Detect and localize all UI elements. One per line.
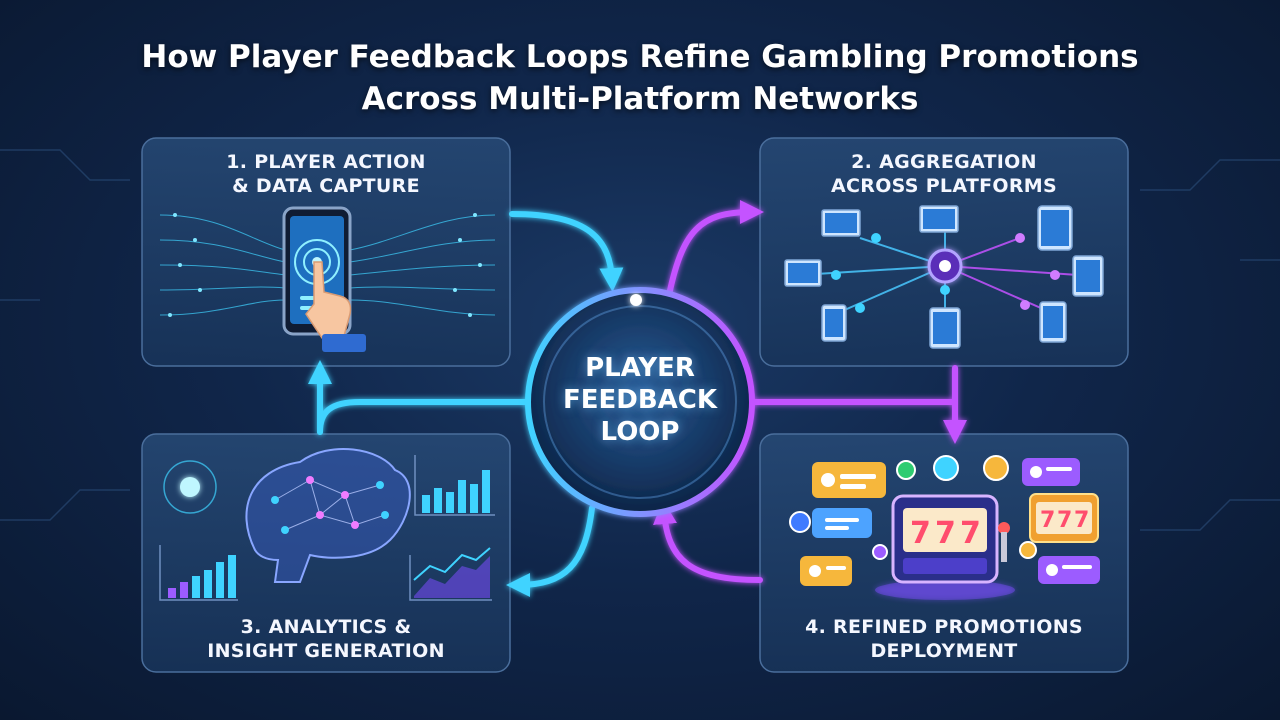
line-hub-to-step3-left [317,399,535,435]
device-network-icon [784,205,1104,349]
step-4-label-line-2: DEPLOYMENT [870,640,1018,662]
step-4-label-line-1: 4. REFINED PROMOTIONS [805,616,1083,638]
step-2-label-line-1: 2. AGGREGATION [851,151,1037,173]
hub-label-line-3: LOOP [600,417,680,447]
svg-text:7: 7 [935,516,956,551]
arrow-step1-to-hub [509,211,624,292]
arrow-hub-to-step3 [506,505,595,597]
smartphone-tap-icon [159,206,496,352]
hub-label: PLAYER FEEDBACK LOOP [540,352,740,448]
brain-analytics-icon [159,448,495,601]
step-1-label-line-2: & DATA CAPTURE [232,175,420,197]
hub-label-line-2: FEEDBACK [562,385,718,415]
svg-text:7: 7 [910,516,931,551]
arrow-step4-to-hub [653,500,763,583]
svg-text:7: 7 [960,516,981,551]
svg-text:7: 7 [1040,508,1055,533]
step-1-label-line-1: 1. PLAYER ACTION [226,151,426,173]
step-2-label: 2. AGGREGATION ACROSS PLATFORMS [760,150,1128,198]
title-line-1: How Player Feedback Loops Refine Gamblin… [141,39,1139,75]
svg-text:7: 7 [1057,508,1072,533]
hub-label-line-1: PLAYER [585,353,695,383]
step-3-label-line-1: 3. ANALYTICS & [240,616,412,638]
svg-text:7: 7 [1074,508,1089,533]
background-circuit-lines [0,149,1280,531]
step-4-label: 4. REFINED PROMOTIONS DEPLOYMENT [760,615,1128,663]
arrow-hub-to-step2 [665,200,764,303]
diagram-title: How Player Feedback Loops Refine Gamblin… [0,36,1280,120]
hub-circle [525,287,755,517]
step-3-label: 3. ANALYTICS & INSIGHT GENERATION [142,615,510,663]
title-line-2: Across Multi-Platform Networks [361,81,919,117]
step-1-label: 1. PLAYER ACTION & DATA CAPTURE [142,150,510,198]
step-2-label-line-2: ACROSS PLATFORMS [831,175,1057,197]
step-3-label-line-2: INSIGHT GENERATION [207,640,445,662]
